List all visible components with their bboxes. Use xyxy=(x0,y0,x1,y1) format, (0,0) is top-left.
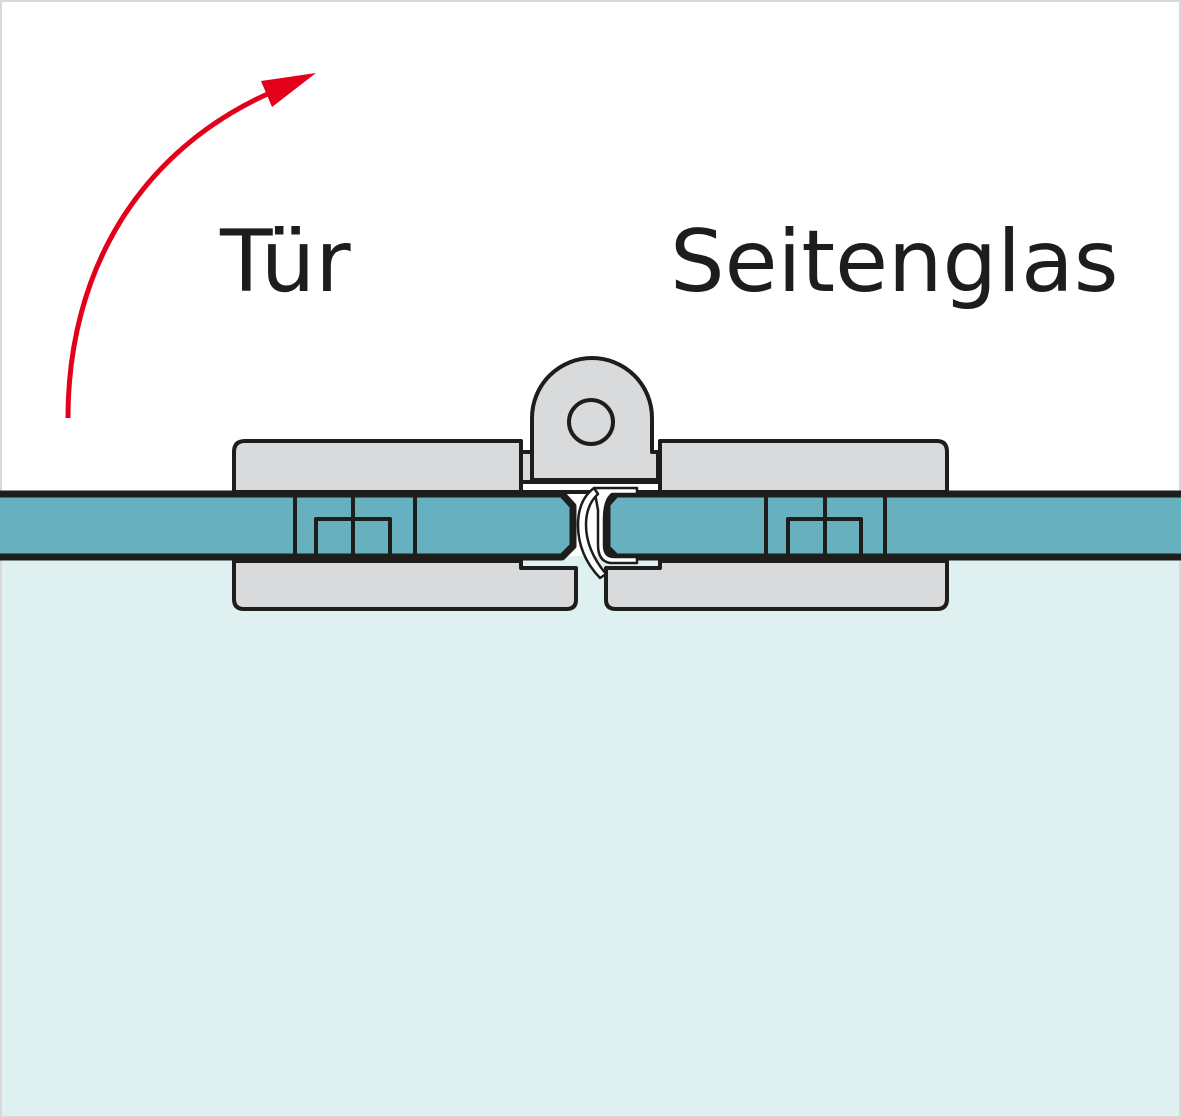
door-top-clamp-plate xyxy=(232,439,523,494)
seal-profile xyxy=(576,486,639,580)
curved-arrow-icon xyxy=(65,73,316,419)
door-clamp-insert xyxy=(293,496,417,555)
side-bottom-clamp-plate xyxy=(604,559,949,611)
background-bottom xyxy=(0,556,1181,1118)
side-glass-label: Seitenglas xyxy=(670,212,1119,312)
side-glass xyxy=(603,490,1181,561)
hinge-pin xyxy=(567,398,615,446)
side-clamp-insert xyxy=(764,496,887,555)
door-bottom-clamp-plate xyxy=(232,559,578,611)
door-glass xyxy=(0,490,577,561)
side-top-clamp-plate xyxy=(658,439,949,494)
door-label: Tür xyxy=(219,212,351,312)
